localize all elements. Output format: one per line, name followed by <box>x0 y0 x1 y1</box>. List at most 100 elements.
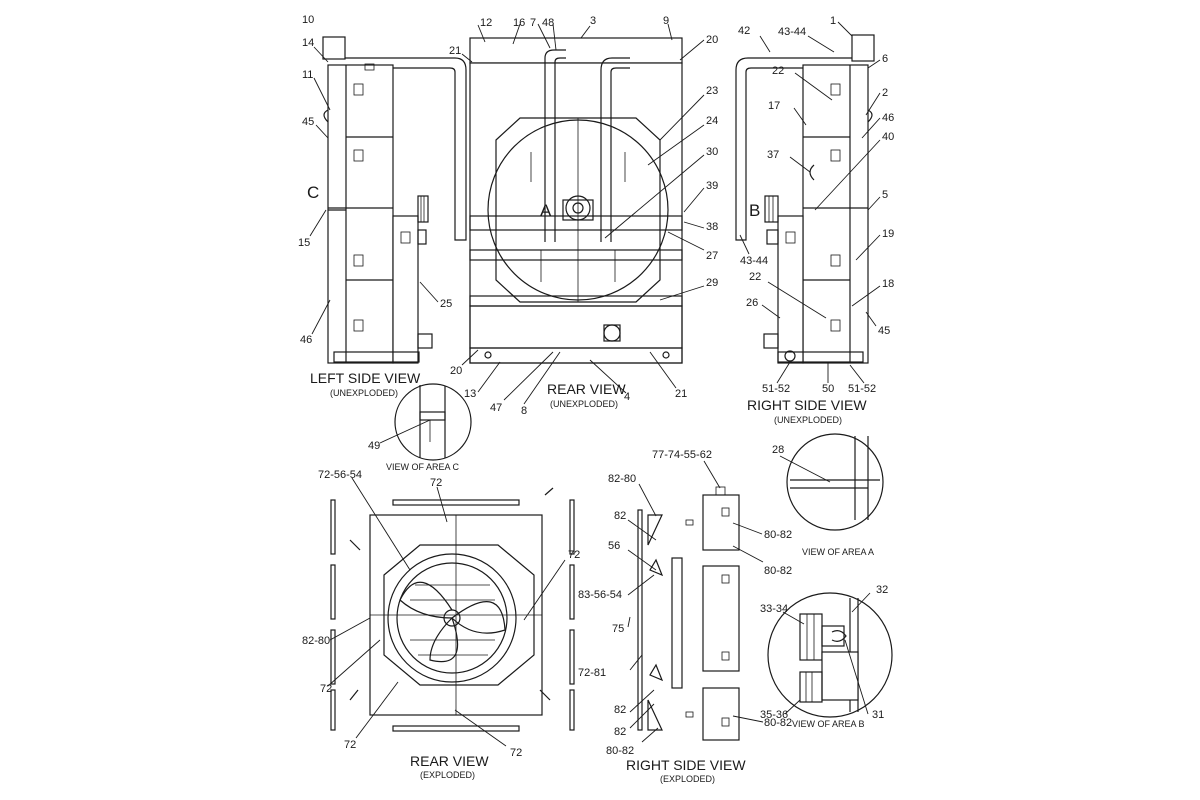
callout-8: 8 <box>521 405 527 417</box>
callout-13: 13 <box>464 388 476 400</box>
right-side-view-exploded <box>637 486 740 741</box>
callout-10: 10 <box>302 14 314 26</box>
callout-7: 7 <box>530 17 536 29</box>
callout-80-82-a: 80-82 <box>764 529 792 541</box>
callout-35-36: 35-36 <box>760 709 788 721</box>
callout-72-81: 72-81 <box>578 667 606 679</box>
callout-25: 25 <box>440 298 452 310</box>
callout-72-c: 72 <box>320 683 332 695</box>
right-side-view-subtitle: (UNEXPLODED) <box>774 415 842 425</box>
left-side-view-title: LEFT SIDE VIEW <box>310 370 421 386</box>
callouts: 10 14 11 45 C 15 46 25 12 16 7 48 3 9 21… <box>298 14 894 759</box>
view-of-area-a <box>786 433 884 531</box>
view-titles: LEFT SIDE VIEW (UNEXPLODED) REAR VIEW (U… <box>310 370 874 784</box>
callout-21-top: 21 <box>449 45 461 57</box>
callout-31: 31 <box>872 709 884 721</box>
rear-view-exploded-title: REAR VIEW <box>410 753 489 769</box>
leader-lines <box>309 21 881 747</box>
view-of-area-a-title: VIEW OF AREA A <box>802 547 874 557</box>
callout-2: 2 <box>882 87 888 99</box>
callout-21-bottom: 21 <box>675 388 687 400</box>
rear-view-title: REAR VIEW <box>547 381 626 397</box>
callout-5: 5 <box>882 189 888 201</box>
callout-39: 39 <box>706 180 718 192</box>
callout-77-74-55-62: 77-74-55-62 <box>652 449 712 461</box>
callout-49: 49 <box>368 440 380 452</box>
callout-1: 1 <box>830 15 836 27</box>
callout-46: 46 <box>300 334 312 346</box>
callout-15: 15 <box>298 237 310 249</box>
callout-80-82-bottom-left: 80-82 <box>606 745 634 757</box>
callout-45-right: 45 <box>878 325 890 337</box>
callout-48: 48 <box>542 17 554 29</box>
callout-42: 42 <box>738 25 750 37</box>
view-of-area-b-title: VIEW OF AREA B <box>792 719 865 729</box>
callout-19: 19 <box>882 228 894 240</box>
callout-82-b: 82 <box>614 704 626 716</box>
callout-14: 14 <box>302 37 314 49</box>
callout-17: 17 <box>768 100 780 112</box>
callout-37: 37 <box>767 149 779 161</box>
callout-29: 29 <box>706 277 718 289</box>
callout-40: 40 <box>882 131 894 143</box>
callout-22-top: 22 <box>772 65 784 77</box>
callout-72-d: 72 <box>344 739 356 751</box>
callout-6: 6 <box>882 53 888 65</box>
callout-11: 11 <box>302 69 313 81</box>
callout-20-top: 20 <box>706 34 718 46</box>
callout-45: 45 <box>302 116 314 128</box>
callout-72-56-54: 72-56-54 <box>318 469 362 481</box>
area-marker-b: B <box>749 201 760 220</box>
callout-80-82-c: 80-82 <box>764 717 792 729</box>
callout-50: 50 <box>822 383 834 395</box>
callout-23: 23 <box>706 85 718 97</box>
callout-32: 32 <box>876 584 888 596</box>
right-side-view <box>735 34 875 364</box>
right-side-view-exploded-title: RIGHT SIDE VIEW <box>626 757 746 773</box>
callout-46-right: 46 <box>882 112 894 124</box>
view-of-area-c-title: VIEW OF AREA C <box>386 462 460 472</box>
view-of-area-c <box>394 383 472 461</box>
callout-51-52-right: 51-52 <box>848 383 876 395</box>
callout-83-56-54: 83-56-54 <box>578 589 622 601</box>
callout-47: 47 <box>490 402 502 414</box>
rear-view-exploded <box>330 487 575 732</box>
callout-72-b: 72 <box>568 549 580 561</box>
callout-27: 27 <box>706 250 718 262</box>
callout-82-c: 82 <box>614 726 626 738</box>
rear-view-exploded-subtitle: (EXPLODED) <box>420 770 475 780</box>
callout-38: 38 <box>706 221 718 233</box>
callout-26: 26 <box>746 297 758 309</box>
callout-33-34: 33-34 <box>760 603 788 615</box>
callout-12: 12 <box>480 17 492 29</box>
callout-9: 9 <box>663 15 669 27</box>
left-side-view-subtitle: (UNEXPLODED) <box>330 388 398 398</box>
callout-3: 3 <box>590 15 596 27</box>
callout-18: 18 <box>882 278 894 290</box>
callout-22-bottom: 22 <box>749 271 761 283</box>
callout-30: 30 <box>706 146 718 158</box>
callout-16: 16 <box>513 17 525 29</box>
callout-4: 4 <box>624 391 630 403</box>
callout-72-e: 72 <box>510 747 522 759</box>
callout-82-80: 82-80 <box>608 473 636 485</box>
callout-28: 28 <box>772 444 784 456</box>
right-side-view-title: RIGHT SIDE VIEW <box>747 397 867 413</box>
callout-43-44-bottom: 43-44 <box>740 255 768 267</box>
left-side-view <box>322 36 467 364</box>
callout-82-a: 82 <box>614 510 626 522</box>
area-marker-a: A <box>540 201 552 220</box>
callout-82-80-left: 82-80 <box>302 635 330 647</box>
callout-80-82-b: 80-82 <box>764 565 792 577</box>
rear-view-subtitle: (UNEXPLODED) <box>550 399 618 409</box>
callout-56: 56 <box>608 540 620 552</box>
area-marker-c: C <box>307 183 319 202</box>
callout-72-a: 72 <box>430 477 442 489</box>
view-of-area-b <box>767 592 893 718</box>
callout-51-52-left: 51-52 <box>762 383 790 395</box>
rear-view <box>469 37 683 364</box>
right-side-view-exploded-subtitle: (EXPLODED) <box>660 774 715 784</box>
callout-43-44-top: 43-44 <box>778 26 806 38</box>
callout-75: 75 <box>612 623 624 635</box>
